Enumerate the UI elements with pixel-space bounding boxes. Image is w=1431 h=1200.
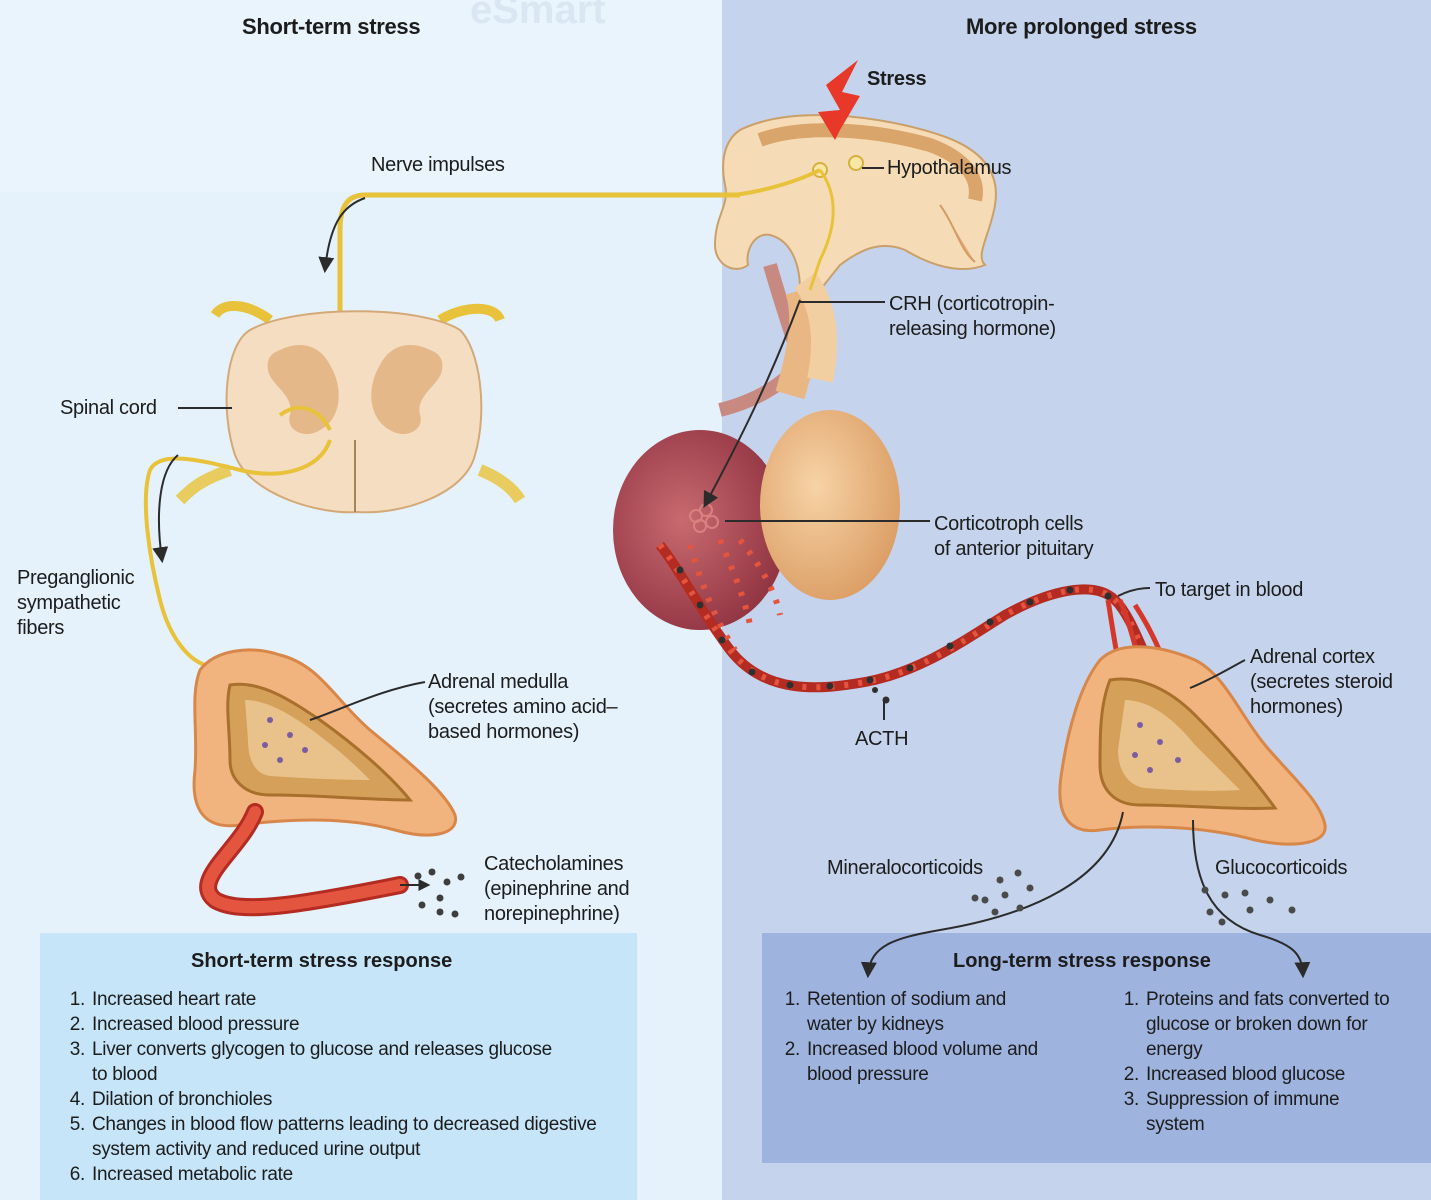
list-item: Retention of sodium and water by kidneys [805,987,1037,1037]
stress-label: Stress [867,68,927,90]
preganglionic-label-line3: fibers [17,617,65,639]
list-item: Dilation of bronchioles [90,1087,650,1112]
crh-label-line2: releasing hormone) [889,318,1056,340]
adrenal-medulla-illustration [192,648,457,837]
catecholamine-dots [414,868,465,918]
glucocorticoid-dots [1201,886,1296,926]
list-item: Increased heart rate [90,987,650,1012]
spinal-cord-illustration [175,300,526,514]
mineralocorticoid-effects-list: Retention of sodium and water by kidneys… [779,987,1075,1087]
list-item: Liver converts glycogen to glucose and r… [90,1037,572,1087]
adrenal-medulla-label-line2: (secretes amino acid– [428,696,618,718]
corticotroph-label-line2: of anterior pituitary [934,538,1094,560]
preganglionic-label-line1: Preganglionic [17,567,135,589]
spinal-cord-label: Spinal cord [60,397,157,419]
mineralocorticoids-label: Mineralocorticoids [827,857,983,879]
crh-label-line1: CRH (corticotropin- [889,293,1055,315]
short-term-response-list: Increased heart rate Increased blood pre… [64,987,650,1187]
adrenal-cortex-label-line1: Adrenal cortex [1250,646,1375,668]
adrenal-medulla-label-line1: Adrenal medulla [428,671,569,693]
catecholamines-label-line3: norepinephrine) [484,903,620,925]
list-item: Increased blood pressure [90,1012,650,1037]
mineralocorticoid-dots [971,869,1034,916]
prolonged-stress-heading: More prolonged stress [966,14,1197,39]
list-item: Increased metabolic rate [90,1162,650,1187]
list-item: Increased blood glucose [1144,1062,1431,1087]
list-item: Suppression of immune system [1144,1087,1366,1137]
short-term-panel-header-band [0,0,722,192]
list-item: Changes in blood flow patterns leading t… [90,1112,622,1162]
catecholamines-label-line2: (epinephrine and [484,878,630,900]
hypothalamus-illustration [713,60,997,291]
hypothalamus-label: Hypothalamus [887,157,1012,179]
pituitary-illustration [613,263,900,630]
adrenal-cortex-illustration [1058,645,1327,846]
glucocorticoids-label: Glucocorticoids [1215,857,1348,879]
list-item: Proteins and fats converted to glucose o… [1144,987,1426,1062]
adrenal-cortex-label-line2: (secretes steroid [1250,671,1393,693]
acth-label: ACTH [855,728,909,750]
short-term-response-box [40,933,637,1200]
adrenal-cortex-label-line3: hormones) [1250,696,1343,718]
short-term-stress-heading: Short-term stress [242,14,421,39]
catecholamines-label-line1: Catecholamines [484,853,624,875]
adrenal-medulla-label-line3: based hormones) [428,721,580,743]
short-term-response-title: Short-term stress response [191,950,453,972]
corticotroph-label-line1: Corticotroph cells [934,513,1084,535]
to-target-label: To target in blood [1155,579,1304,601]
glucocorticoid-effects-list: Proteins and fats converted to glucose o… [1118,987,1431,1137]
leader-lines [178,167,1246,721]
long-term-response-title: Long-term stress response [953,950,1211,972]
preganglionic-label-line2: sympathetic [17,592,121,614]
watermark: eSmart [470,0,606,32]
nerve-impulses-label: Nerve impulses [371,154,505,176]
list-item: Increased blood volume and blood pressur… [805,1037,1047,1087]
